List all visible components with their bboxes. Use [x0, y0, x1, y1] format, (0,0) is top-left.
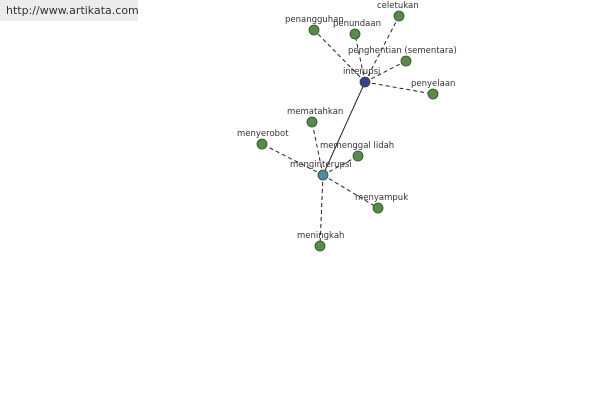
node-label-menginterupsi[interactable]: menginterupsi — [290, 160, 352, 170]
node-meningkah[interactable]: meningkah — [297, 231, 344, 252]
edge-interupsi-penyelaan — [364, 81, 434, 95]
edge-interupsi-penghentian — [364, 60, 407, 83]
node-label-celetukan[interactable]: celetukan — [377, 1, 419, 11]
edge-interupsi-penundaan — [354, 33, 366, 83]
node-marker-menginterupsi[interactable] — [317, 169, 329, 181]
source-url-text: http://www.artikata.com — [6, 4, 139, 17]
node-label-penghentian[interactable]: penghentian (sementara) — [348, 46, 457, 56]
node-memenggal[interactable]: memenggal lidah — [320, 141, 394, 162]
node-label-meningkah[interactable]: meningkah — [297, 231, 344, 241]
node-marker-interupsi[interactable] — [359, 76, 371, 88]
node-penghentian[interactable]: penghentian (sementara) — [348, 46, 457, 67]
edge-menginterupsi-menyerobot — [261, 143, 324, 176]
node-marker-penundaan[interactable] — [349, 28, 361, 40]
source-url-banner[interactable]: http://www.artikata.com — [0, 0, 139, 21]
node-penundaan[interactable]: penundaan — [333, 19, 381, 40]
edge-menginterupsi-menyampuk — [322, 174, 379, 209]
node-marker-menyampuk[interactable] — [372, 202, 384, 214]
node-label-interupsi[interactable]: interupsi — [343, 67, 380, 77]
nodes-layer: interupsi menginterupsi celetukan penangguh… — [237, 1, 457, 252]
node-menyerobot[interactable]: menyerobot — [237, 129, 289, 150]
node-mematahkan[interactable]: mematahkan — [287, 107, 343, 128]
node-label-penyelaan[interactable]: penyelaan — [411, 79, 455, 89]
node-menyampuk[interactable]: menyampuk — [355, 193, 408, 214]
node-label-menyampuk[interactable]: menyampuk — [355, 193, 408, 203]
node-label-penangguhan[interactable]: penangguhan — [285, 15, 344, 25]
node-marker-penangguhan[interactable] — [308, 24, 320, 36]
edge-interupsi-penangguhan — [313, 29, 366, 83]
edge-interupsi-menginterupsi — [322, 81, 366, 176]
node-interupsi[interactable]: interupsi — [343, 67, 380, 88]
node-penangguhan[interactable]: penangguhan — [285, 15, 344, 36]
node-label-penundaan[interactable]: penundaan — [333, 19, 381, 29]
node-menginterupsi[interactable]: menginterupsi — [290, 160, 352, 181]
edges-layer — [261, 15, 434, 247]
edge-menginterupsi-meningkah — [319, 174, 324, 247]
node-celetukan[interactable]: celetukan — [377, 1, 419, 22]
edge-menginterupsi-mematahkan — [311, 121, 324, 176]
node-marker-memenggal[interactable] — [352, 150, 364, 162]
node-label-mematahkan[interactable]: mematahkan — [287, 107, 343, 117]
edge-interupsi-celetukan — [364, 15, 400, 83]
node-marker-menyerobot[interactable] — [256, 138, 268, 150]
node-marker-meningkah[interactable] — [314, 240, 326, 252]
node-label-menyerobot[interactable]: menyerobot — [237, 129, 289, 139]
node-marker-penyelaan[interactable] — [427, 88, 439, 100]
node-marker-mematahkan[interactable] — [306, 116, 318, 128]
node-label-memenggal[interactable]: memenggal lidah — [320, 141, 394, 151]
node-penyelaan[interactable]: penyelaan — [411, 79, 455, 100]
node-marker-penghentian[interactable] — [400, 55, 412, 67]
node-marker-celetukan[interactable] — [393, 10, 405, 22]
